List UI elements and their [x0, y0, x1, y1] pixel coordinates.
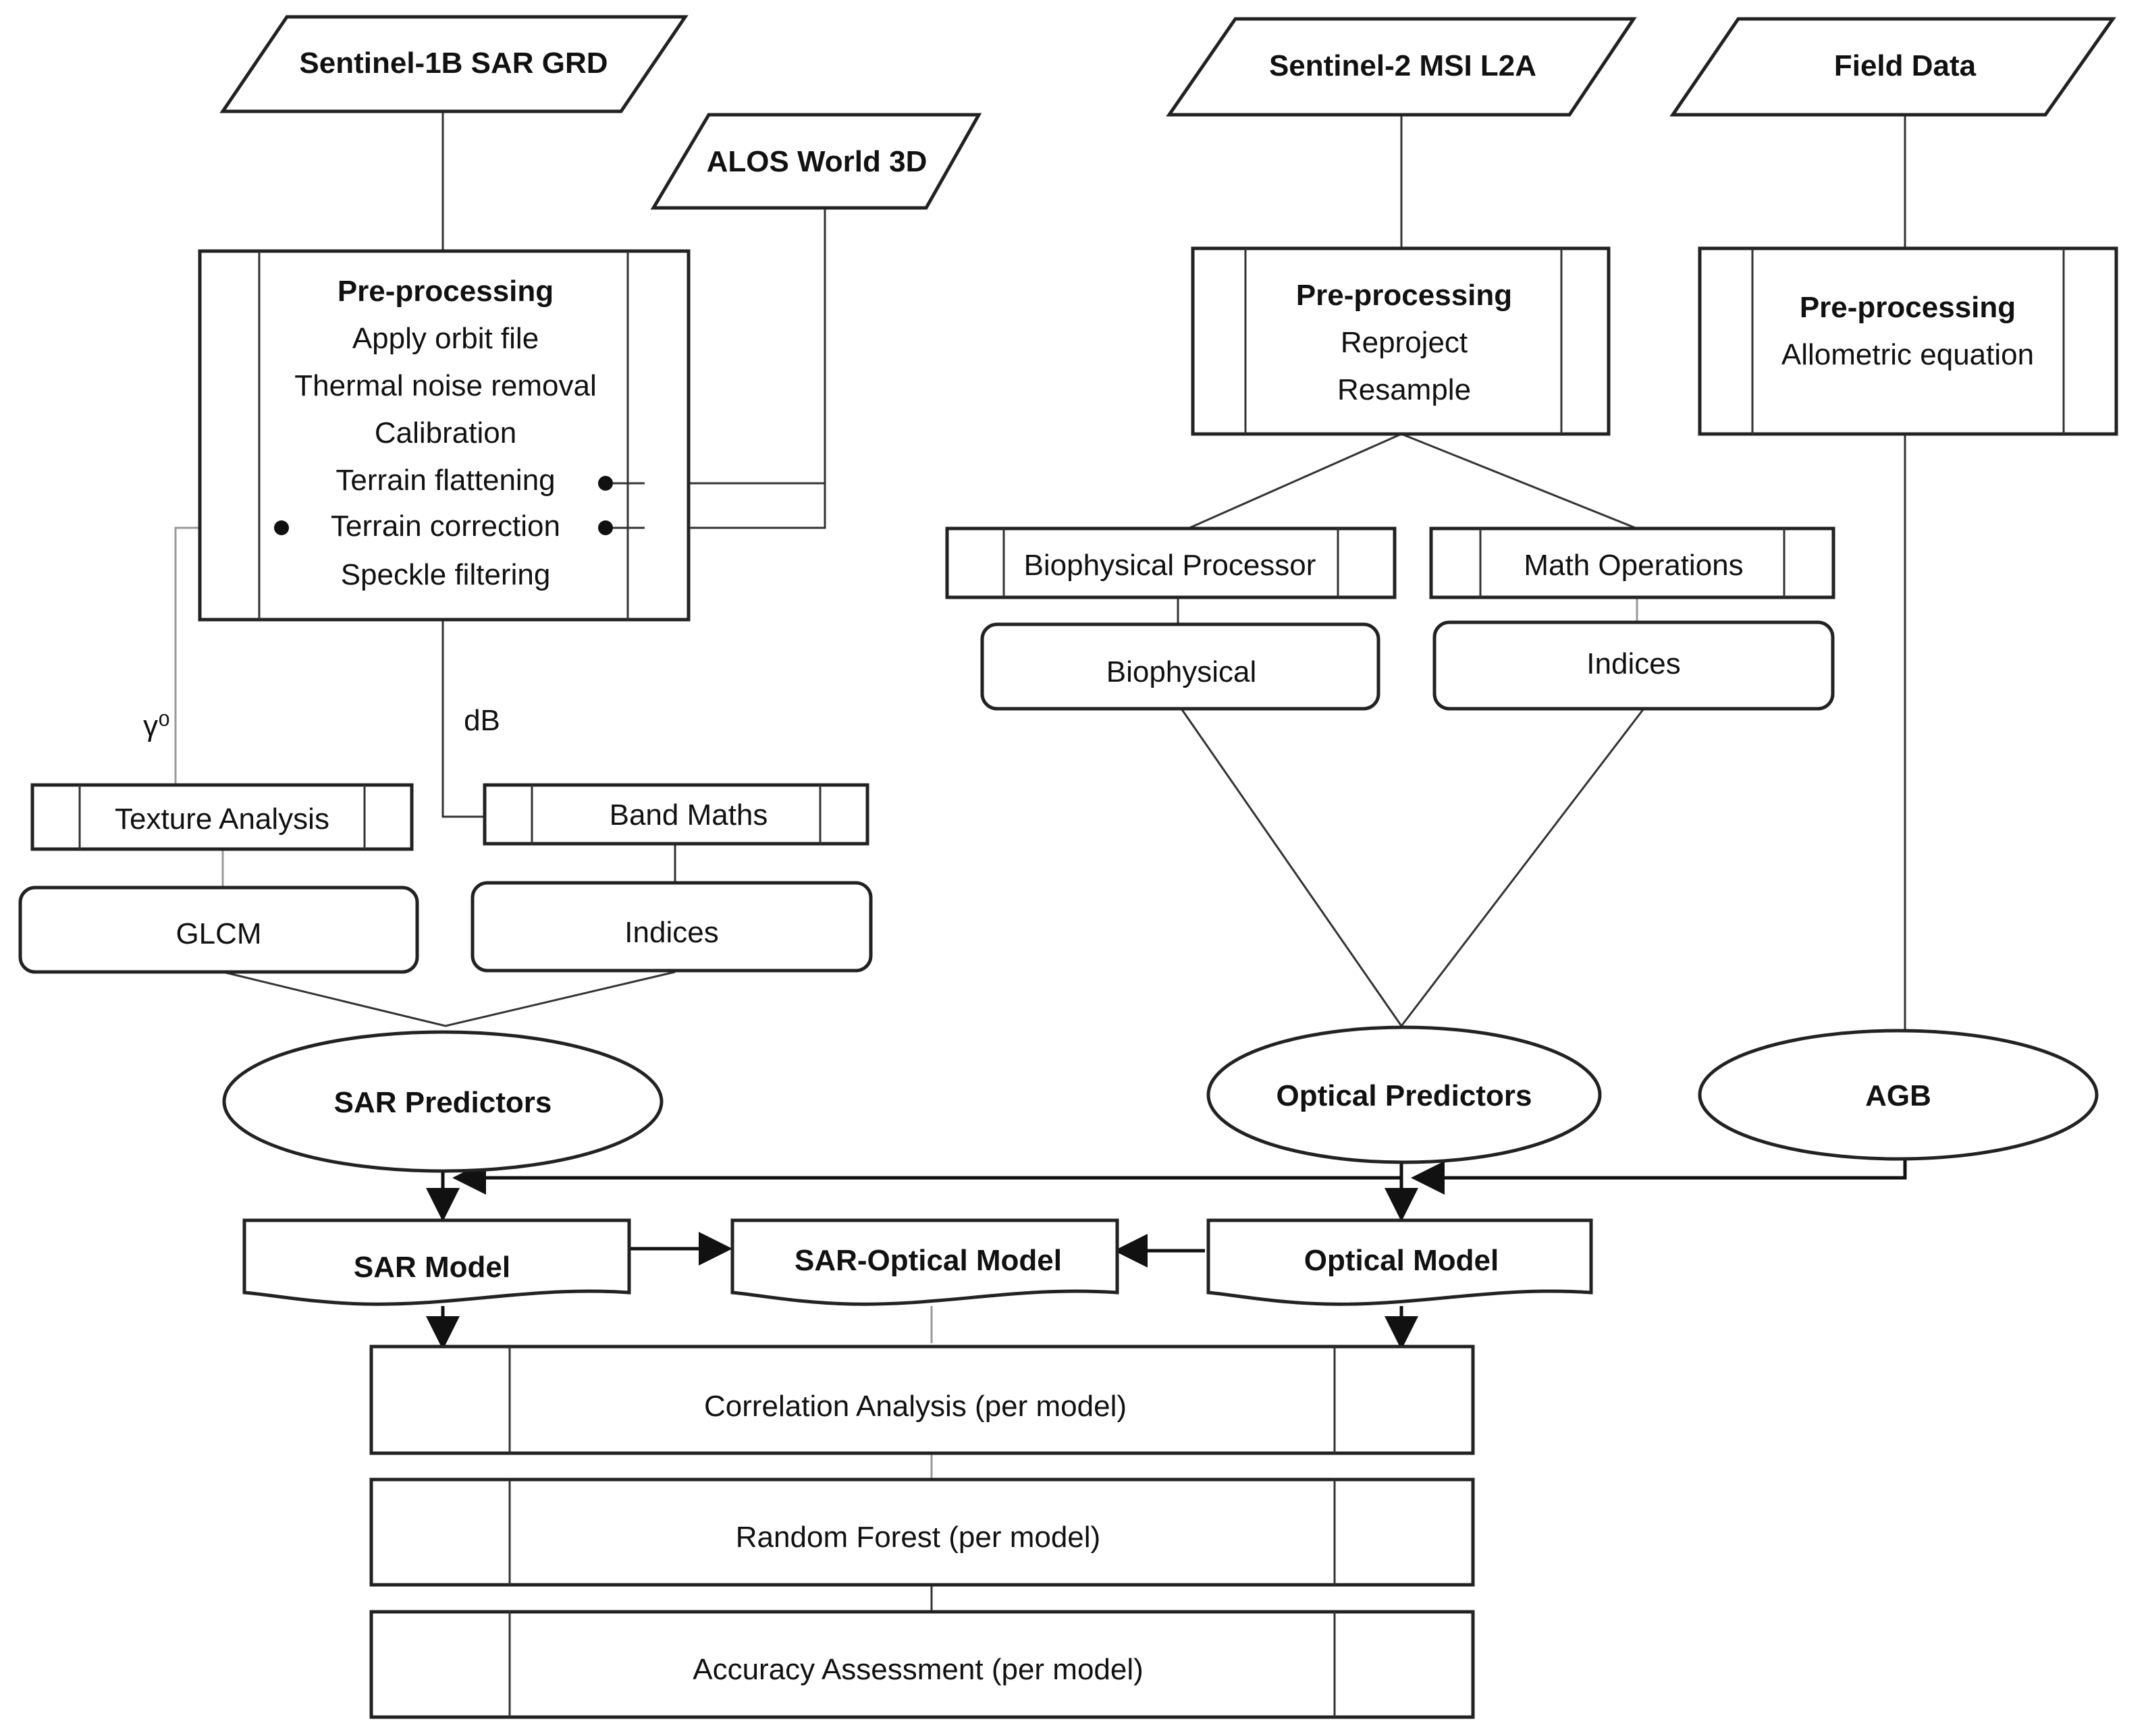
sar-step-speckle-filtering: Speckle filtering: [341, 558, 551, 591]
sar-predictors-label: SAR Predictors: [334, 1086, 552, 1119]
sar-step-orbit: Apply orbit file: [352, 322, 539, 355]
input-alos-label: ALOS World 3D: [707, 145, 928, 178]
input-alos: ALOS World 3D: [650, 113, 982, 210]
math-operations-label: Math Operations: [1524, 549, 1743, 582]
sar-preprocessing-title: Pre-processing: [338, 275, 554, 308]
optical-model-label: Optical Model: [1304, 1244, 1499, 1277]
input-sentinel1: Sentinel-1B SAR GRD: [219, 15, 689, 113]
connector-sar-products-predictors: [222, 971, 676, 1027]
random-forest-label: Random Forest (per model): [736, 1521, 1100, 1554]
junction-dot-flattening-top: [598, 476, 613, 491]
input-sentinel2: Sentinel-2 MSI L2A: [1166, 17, 1637, 117]
sar-preprocessing-box: Pre-processing Apply orbit file Thermal …: [198, 249, 691, 622]
sar-indices-label: Indices: [624, 916, 718, 949]
input-sentinel2-label: Sentinel-2 MSI L2A: [1269, 49, 1536, 82]
connector-optical-products-predictors: [1180, 708, 1645, 1028]
biophysical-label: Biophysical: [1106, 655, 1257, 688]
connector-alos-correction: [641, 483, 826, 538]
field-preprocessing-title: Pre-processing: [1800, 291, 2016, 324]
accuracy-label: Accuracy Assessment (per model): [693, 1653, 1144, 1686]
input-sentinel1-label: Sentinel-1B SAR GRD: [299, 47, 608, 80]
model-sar: SAR Model: [242, 1218, 631, 1306]
connector-db-bandmaths: [441, 620, 485, 818]
optical-indices-label: Indices: [1586, 647, 1680, 680]
sar-step-thermal-noise: Thermal noise removal: [294, 369, 597, 402]
texture-analysis-label: Texture Analysis: [115, 803, 329, 836]
analysis-random-forest: Random Forest (per model): [369, 1477, 1475, 1587]
sar-step-terrain-correction: Terrain correction: [331, 510, 560, 543]
sar-step-calibration: Calibration: [375, 416, 516, 450]
junction-dot-left-top: [274, 520, 289, 535]
edge-label-db: dB: [464, 704, 500, 737]
analysis-correlation: Correlation Analysis (per model): [369, 1345, 1475, 1455]
product-optical-indices: Indices: [1432, 620, 1835, 711]
process-texture-analysis: Texture Analysis: [30, 783, 414, 851]
product-sar-indices: Indices: [471, 881, 873, 973]
input-field-label: Field Data: [1834, 49, 1977, 82]
edge-label-gamma: γ⁰: [143, 709, 170, 742]
correlation-label: Correlation Analysis (per model): [704, 1390, 1127, 1423]
optical-predictors-label: Optical Predictors: [1276, 1079, 1532, 1112]
predictor-sar: SAR Predictors: [222, 1030, 664, 1173]
optical-preprocessing-box: Pre-processing Reproject Resample: [1191, 246, 1611, 436]
optical-step-reproject: Reproject: [1341, 326, 1468, 359]
analysis-accuracy: Accuracy Assessment (per model): [369, 1610, 1475, 1719]
band-maths-label: Band Maths: [610, 798, 768, 832]
sar-step-terrain-flattening: Terrain flattening: [335, 464, 555, 497]
optical-preprocessing-title: Pre-processing: [1296, 279, 1512, 312]
process-band-maths: Band Maths: [483, 783, 869, 846]
product-glcm: GLCM: [18, 886, 419, 974]
junction-dot-correction-top: [598, 520, 613, 535]
predictor-optical: Optical Predictors: [1206, 1025, 1602, 1164]
optical-step-resample: Resample: [1337, 373, 1471, 406]
model-sar-optical: SAR-Optical Model: [730, 1218, 1119, 1306]
field-preprocessing-box: Pre-processing Allometric equation: [1698, 246, 2118, 436]
field-step-allometric: Allometric equation: [1781, 338, 2034, 371]
product-biophysical: Biophysical: [980, 622, 1380, 711]
agb-label: AGB: [1865, 1079, 1931, 1112]
input-field: Field Data: [1669, 17, 2116, 117]
arrow-agb-optmodel: [1411, 1158, 1907, 1195]
process-biophysical-processor: Biophysical Processor: [945, 526, 1397, 599]
model-optical: Optical Model: [1206, 1218, 1593, 1306]
process-math-operations: Math Operations: [1429, 526, 1835, 599]
biophysical-processor-label: Biophysical Processor: [1024, 549, 1316, 582]
sar-model-label: SAR Model: [354, 1251, 510, 1284]
connector-preproc-processors: [1187, 433, 1638, 530]
glcm-label: GLCM: [176, 917, 261, 950]
predictor-agb: AGB: [1698, 1029, 2099, 1161]
sar-optical-model-label: SAR-Optical Model: [795, 1244, 1062, 1277]
